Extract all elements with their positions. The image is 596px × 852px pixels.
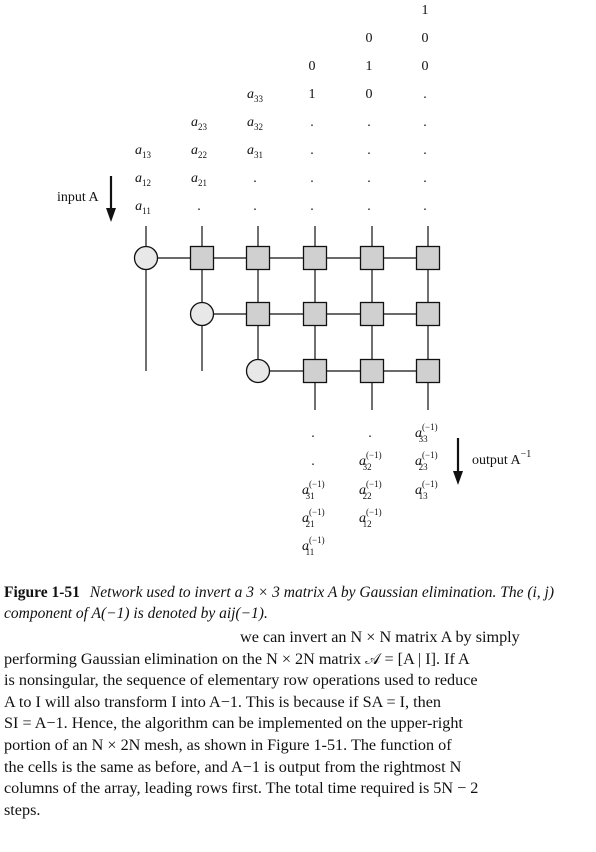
processing-cell-square: [302, 358, 328, 384]
pivot-cell-circle: [189, 301, 215, 327]
body-paragraph: we can invert an N × N matrix A by simpl…: [4, 627, 592, 821]
input-entry: .: [253, 199, 257, 214]
mesh-wires: [145, 226, 429, 410]
input-entry: .: [367, 171, 371, 186]
processing-cell-square: [245, 301, 271, 327]
input-arrowhead: [106, 208, 116, 222]
output-a-text: output A: [472, 453, 522, 468]
output-entry: .: [368, 426, 372, 441]
input-entry: a13: [135, 143, 152, 160]
input-entry: 0: [366, 87, 373, 102]
output-entry: a(−1)12: [359, 507, 382, 529]
pivot-cell-circle: [133, 245, 159, 271]
processing-cell-square: [415, 245, 441, 271]
body-line: is nonsingular, the sequence of elementa…: [4, 671, 478, 690]
processing-cell-square: [359, 301, 385, 327]
output-entry: .: [311, 454, 315, 469]
input-entry: .: [367, 199, 371, 214]
output-entry: a(−1)21: [302, 507, 325, 529]
mesh-cells: [133, 245, 441, 384]
output-arrowhead: [453, 471, 463, 485]
output-entry: a(−1)31: [302, 479, 325, 501]
output-entry: .: [311, 426, 315, 441]
input-entry: .: [423, 171, 427, 186]
processing-cell-square: [415, 301, 441, 327]
input-entry: .: [310, 115, 314, 130]
input-entry: a21: [191, 171, 207, 188]
input-entry: a32: [247, 115, 263, 132]
input-entry: 1: [309, 87, 316, 102]
processing-cell-square: [245, 245, 271, 271]
input-entry: .: [367, 115, 371, 130]
input-matrix-entries: a13 a12 a11 a23 a22 a21. a33 a32 a31.. 0 1.... 0 1 0.…: [135, 3, 429, 216]
input-entry: .: [423, 199, 427, 214]
body-line: A to I will also transform I into A−1. T…: [4, 692, 441, 711]
processing-cell-square: [415, 358, 441, 384]
input-entry: 0: [366, 31, 373, 46]
input-entry: .: [310, 199, 314, 214]
output-a-label: output A−1: [472, 449, 531, 468]
body-line: we can invert an N × N matrix A by simpl…: [240, 628, 520, 646]
input-entry: a23: [191, 115, 208, 132]
body-line: steps.: [4, 800, 41, 819]
output-entry: a(−1)11: [302, 535, 325, 557]
input-entry: .: [423, 115, 427, 130]
input-entry: .: [310, 171, 314, 186]
processing-cell-square: [189, 245, 215, 271]
input-entry: a22: [191, 143, 207, 160]
processing-cell-square: [359, 245, 385, 271]
input-entry: 1: [422, 3, 429, 18]
input-entry: .: [197, 199, 201, 214]
body-line: portion of an N × 2N mesh, as shown in F…: [4, 735, 452, 754]
figure-label: Figure 1-51: [4, 584, 80, 601]
output-entry: a(−1)13: [415, 479, 438, 501]
output-matrix-entries: .. a(−1)31 a(−1)21 a(−1)11. a(−1)32 a(−1)22 a(…: [302, 422, 438, 557]
input-entry: .: [253, 171, 257, 186]
output-entry: a(−1)33: [415, 422, 438, 444]
input-entry: .: [423, 143, 427, 158]
input-entry: 0: [422, 31, 429, 46]
input-entry: 0: [309, 59, 316, 74]
processing-cell-square: [359, 358, 385, 384]
input-entry: 0: [422, 59, 429, 74]
input-a-label: input A: [57, 190, 100, 205]
output-entry: a(−1)22: [359, 479, 382, 501]
body-line: SI = A−1. Hence, the algorithm can be im…: [4, 714, 463, 733]
input-entry: a31: [247, 143, 263, 160]
input-entry: .: [367, 143, 371, 158]
caption-text: Network used to invert a 3 × 3 matrix A …: [4, 584, 555, 622]
output-entry: a(−1)23: [415, 450, 438, 472]
input-entry: .: [310, 143, 314, 158]
input-entry: a12: [135, 171, 151, 188]
input-entry: a11: [135, 199, 151, 216]
processing-cell-square: [302, 245, 328, 271]
body-line: columns of the array, leading rows first…: [4, 779, 479, 798]
processing-cell-square: [302, 301, 328, 327]
input-entry: a33: [247, 87, 264, 104]
body-line: the cells is the same as before, and A−1…: [4, 757, 462, 776]
input-entry: 1: [366, 59, 373, 74]
pivot-cell-circle: [245, 358, 271, 384]
body-text: we can invert an N × N matrix A by simpl…: [4, 627, 592, 821]
input-entry: .: [423, 87, 427, 102]
body-line: performing Gaussian elimination on the N…: [4, 649, 470, 668]
output-a-sup: −1: [521, 449, 532, 460]
gaussian-elimination-network-figure: a13 a12 a11 a23 a22 a21. a33 a32 a31.. 0 1.... 0 1 0.…: [57, 3, 531, 557]
output-entry: a(−1)32: [359, 450, 382, 472]
